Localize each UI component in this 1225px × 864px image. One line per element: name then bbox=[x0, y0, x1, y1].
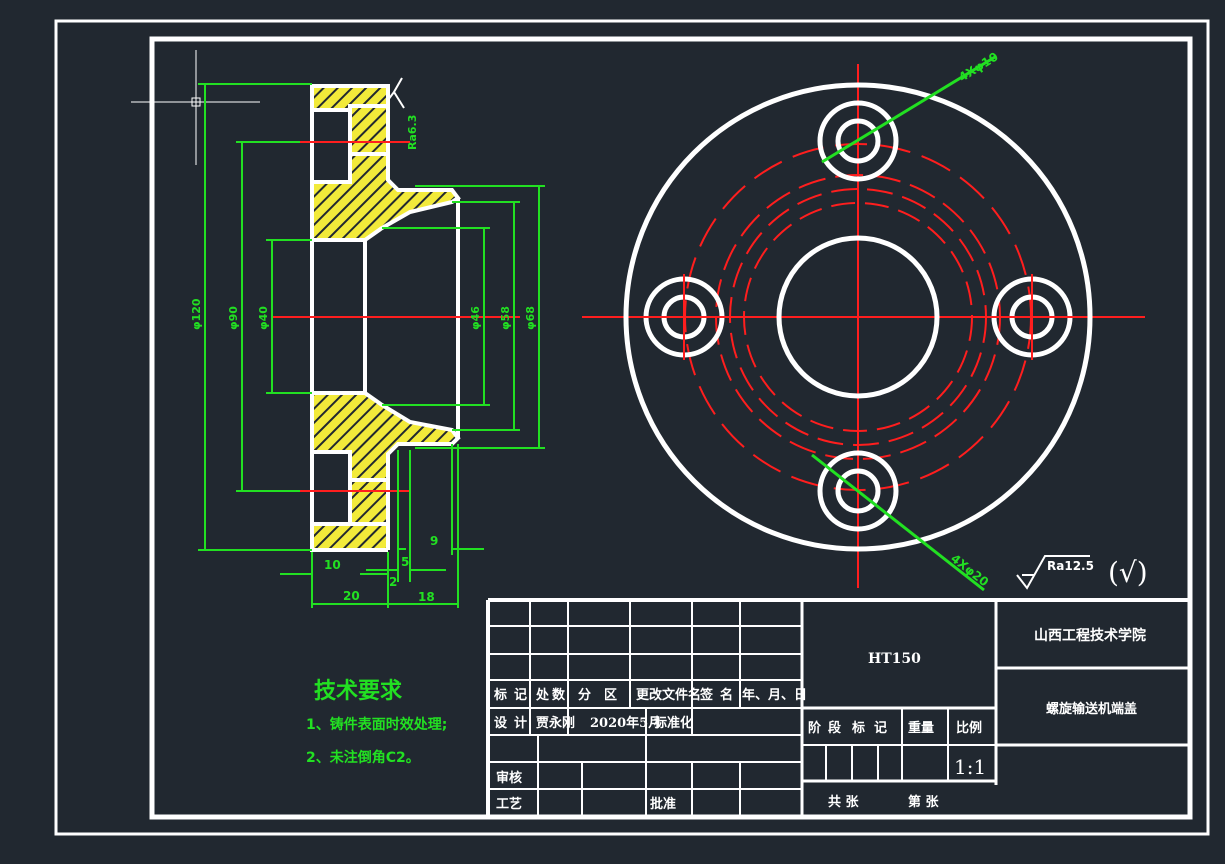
plan-view: 4Xφ10 4Xφ20 bbox=[582, 50, 1145, 592]
dim-9: 9 bbox=[430, 534, 438, 548]
hole-leaders bbox=[811, 55, 996, 592]
section-view: Ra6.3 φ120 φ90 φ40 φ46 φ58 φ68 10 5 9 2 … bbox=[190, 77, 545, 608]
title-block bbox=[486, 598, 1190, 817]
dim-2: 2 bbox=[389, 575, 397, 589]
sheet-total: 共 张 bbox=[828, 794, 860, 810]
cursor-crosshair bbox=[131, 50, 260, 165]
surface-finish-note: (√) bbox=[1108, 556, 1148, 589]
dim-phi120: φ120 bbox=[190, 298, 203, 330]
roughness-label: Ra6.3 bbox=[406, 115, 419, 150]
tech-req-item-2: 2、未注倒角C2。 bbox=[306, 749, 420, 766]
hdr-7: 更改文件名 bbox=[636, 687, 701, 703]
dim-18: 18 bbox=[418, 590, 435, 604]
dim-phi58: φ58 bbox=[499, 306, 512, 330]
section-hatch bbox=[312, 86, 458, 548]
dim-phi68: φ68 bbox=[524, 306, 537, 330]
process-label: 工艺 bbox=[496, 796, 522, 812]
inner-border bbox=[149, 36, 1193, 820]
material: HT150 bbox=[868, 651, 921, 667]
tech-req-title: 技术要求 bbox=[314, 678, 402, 704]
dim-phi90: φ90 bbox=[227, 306, 240, 330]
surface-finish-symbol bbox=[1016, 555, 1090, 590]
standardization: 标准化 bbox=[653, 715, 693, 731]
hole-callout-bottom: 4Xφ20 bbox=[948, 551, 991, 589]
hdr-5: 分 bbox=[578, 687, 591, 703]
hdr-9: 名 bbox=[720, 687, 733, 703]
tech-req-item-1: 1、铸件表面时效处理; bbox=[306, 716, 447, 733]
dim-phi46: φ46 bbox=[469, 306, 482, 330]
section-centerlines bbox=[272, 141, 520, 492]
stage-1: 阶 bbox=[808, 720, 822, 736]
roughness-symbol bbox=[387, 77, 405, 109]
dim-5: 5 bbox=[401, 555, 409, 569]
sheet-no: 第 张 bbox=[908, 794, 940, 810]
hdr-4: 数 bbox=[552, 687, 566, 703]
technical-requirements: 技术要求 1、铸件表面时效处理; 2、未注倒角C2。 bbox=[306, 678, 447, 766]
dimension-lines bbox=[198, 83, 545, 608]
dim-phi40: φ40 bbox=[257, 306, 270, 330]
scale-value: 1:1 bbox=[954, 755, 986, 779]
outer-border bbox=[54, 19, 1210, 836]
designer: 贾永刚 bbox=[536, 715, 575, 731]
part-name: 螺旋输送机端盖 bbox=[1046, 701, 1137, 717]
design-date: 2020年5月 bbox=[590, 715, 661, 731]
hdr-2: 记 bbox=[514, 688, 527, 703]
approve-label: 批准 bbox=[650, 796, 676, 812]
weight-label: 重量 bbox=[908, 720, 934, 736]
title-block-text: HT150 山西工程技术学院 螺旋输送机端盖 标 记 处 数 分 区 更改文件名… bbox=[493, 627, 1146, 812]
hdr-10: 年、月、日 bbox=[742, 687, 807, 703]
hole-centerlines bbox=[640, 274, 1076, 360]
hdr-6: 区 bbox=[604, 688, 617, 703]
dim-20: 20 bbox=[343, 589, 360, 603]
hdr-1: 标 bbox=[493, 687, 507, 703]
scale-label: 比例 bbox=[956, 720, 982, 736]
dim-10: 10 bbox=[324, 558, 341, 572]
hdr-8: 签 bbox=[699, 687, 714, 703]
school-name: 山西工程技术学院 bbox=[1034, 627, 1146, 644]
stage-2: 段 bbox=[828, 720, 841, 736]
surface-finish-value: Ra12.5 bbox=[1047, 559, 1094, 573]
design-2: 计 bbox=[514, 715, 527, 731]
stage-3: 标 bbox=[851, 720, 865, 736]
review-label: 审核 bbox=[496, 770, 522, 786]
hdr-3: 处 bbox=[535, 687, 550, 703]
hole-callout-top: 4Xφ10 bbox=[956, 50, 1000, 85]
stage-4: 记 bbox=[874, 721, 887, 736]
design-1: 设 bbox=[494, 716, 508, 731]
